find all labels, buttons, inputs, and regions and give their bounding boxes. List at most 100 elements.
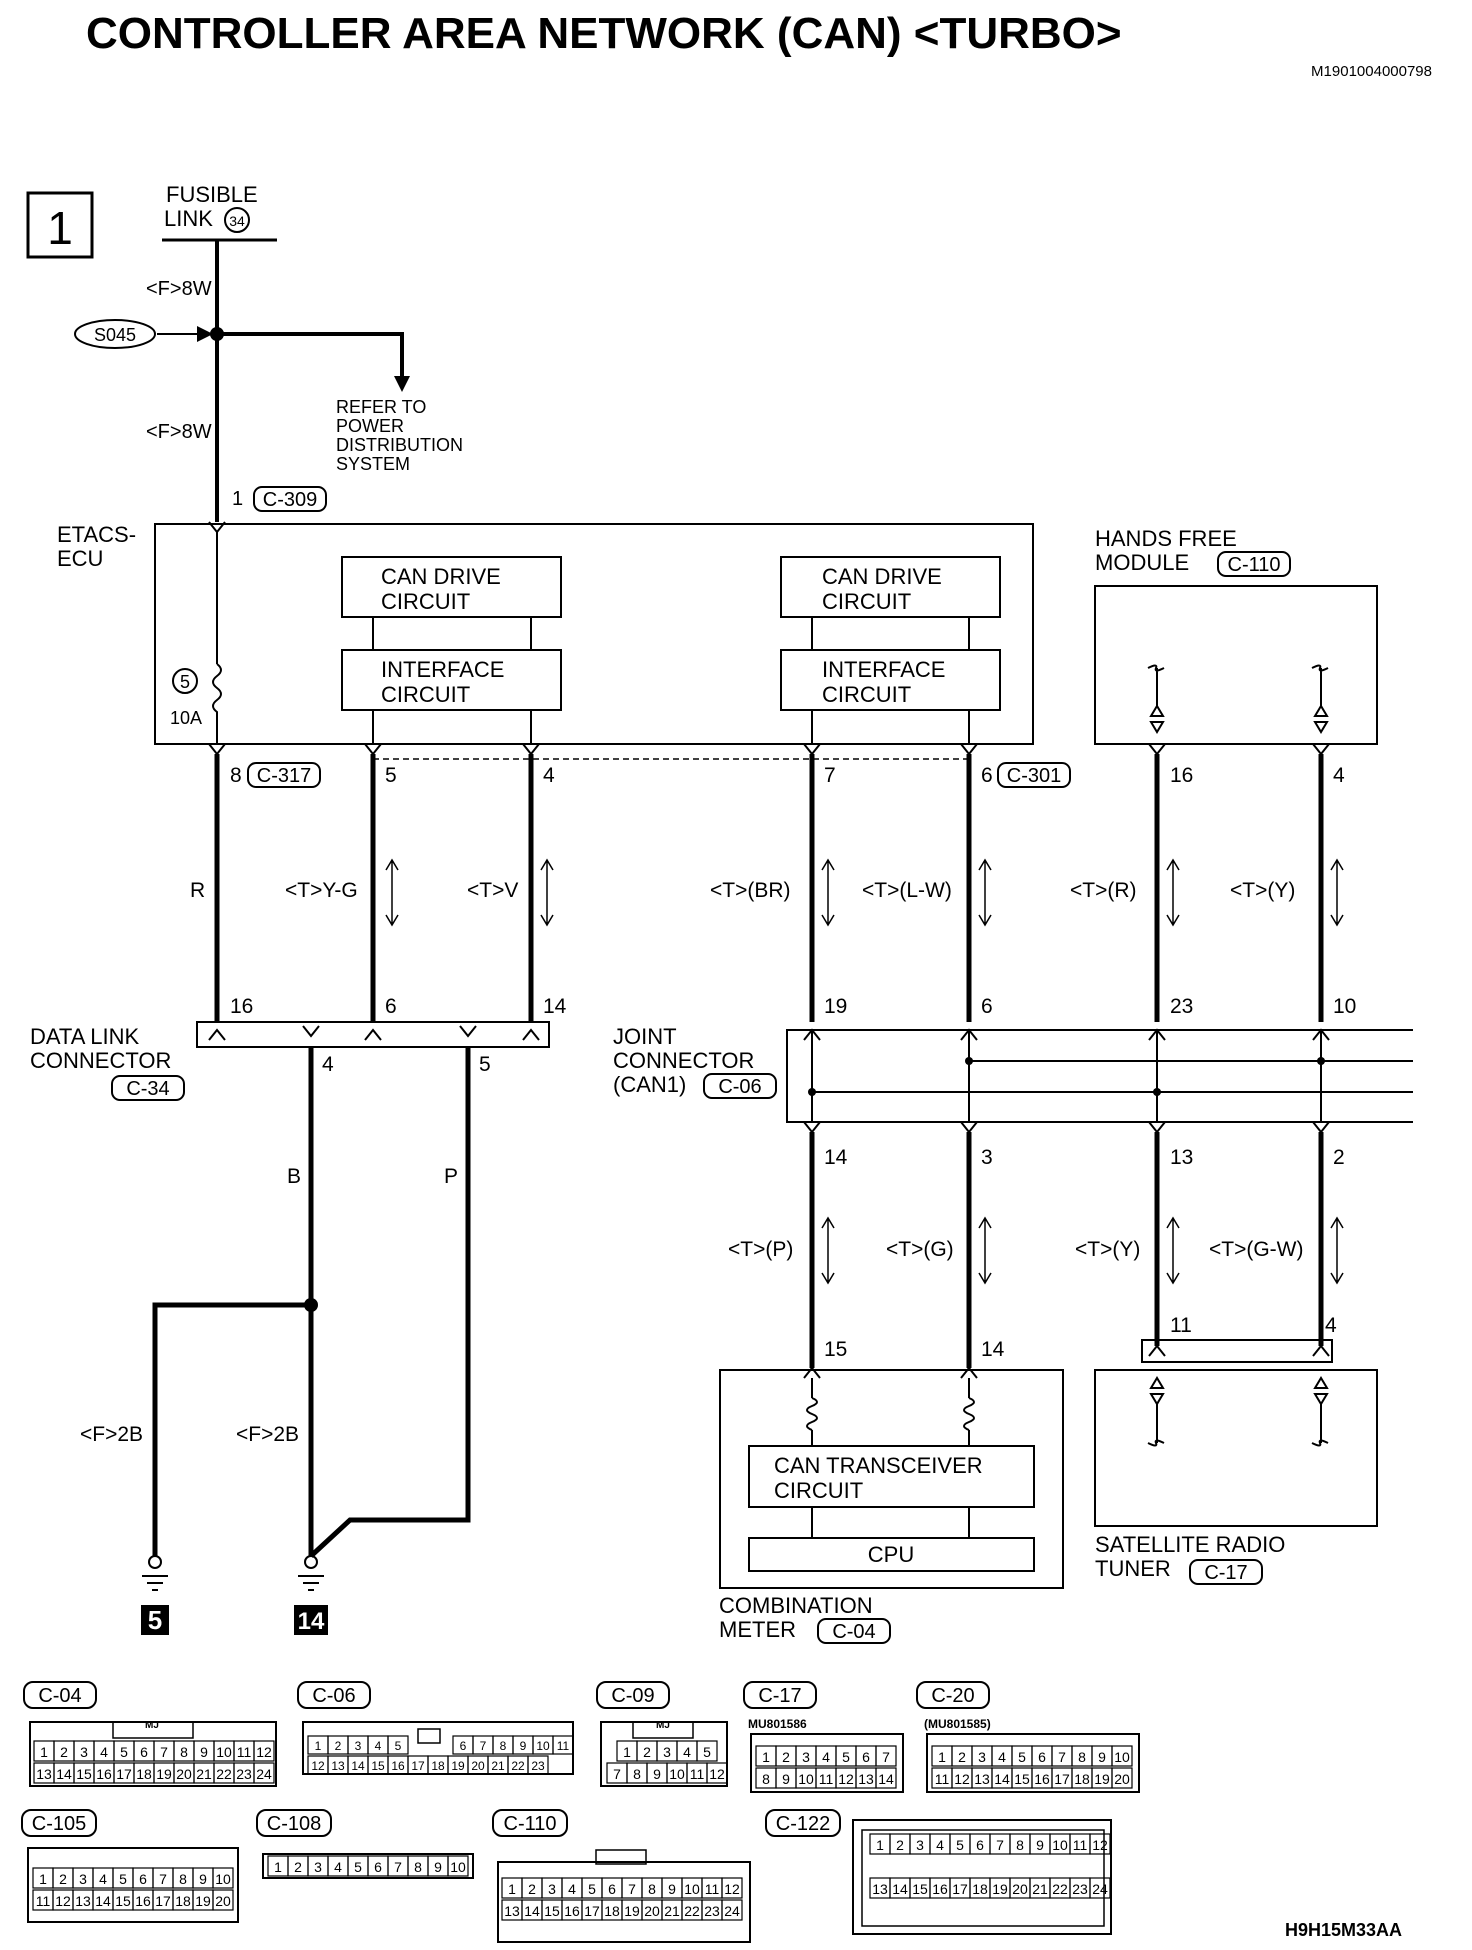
c17-pin-number: 12 xyxy=(838,1771,854,1787)
etacs-ecu-box xyxy=(154,523,1034,745)
c06-pin-number: 14 xyxy=(351,1759,365,1773)
conn-c34: C-34 xyxy=(126,1078,169,1100)
c20-pin-number: 13 xyxy=(974,1771,990,1787)
c105-pin-number: 17 xyxy=(155,1893,171,1909)
c17-pin-number: 13 xyxy=(858,1771,874,1787)
dlc-label2: CONNECTOR xyxy=(30,1048,171,1073)
c122-pin-number: 5 xyxy=(956,1837,964,1853)
interface-circuit-right xyxy=(780,649,1001,711)
wire-f2b-2: <F>2B xyxy=(236,1423,299,1446)
c06-pin-number: 15 xyxy=(371,1759,385,1773)
conn-c17: C-17 xyxy=(1204,1562,1247,1584)
c17-pin-number: 11 xyxy=(819,1771,834,1787)
iface-text-l2: CIRCUIT xyxy=(381,682,470,707)
c108-pin-number: 8 xyxy=(414,1859,422,1875)
c122-pin-number: 14 xyxy=(892,1881,908,1897)
c20-pin-number: 11 xyxy=(935,1771,950,1787)
hands-free-module-box xyxy=(1094,585,1378,745)
interface-circuit-left xyxy=(341,649,562,711)
wire-br: <T>(BR) xyxy=(710,879,791,902)
c108-pin-number: 7 xyxy=(394,1859,402,1875)
etacs-pin-4: 4 xyxy=(543,764,555,787)
c110-pin-number: 11 xyxy=(705,1881,720,1897)
hfm-pin-16: 16 xyxy=(1170,764,1193,787)
fusible-label: FUSIBLE xyxy=(166,182,258,207)
fusible-number-circle xyxy=(224,207,250,233)
c20-pin-number: 8 xyxy=(1078,1749,1086,1765)
c110-pin-number: 6 xyxy=(608,1881,616,1897)
c20-pin-number: 3 xyxy=(978,1749,986,1765)
can-drive-text-r1: CAN DRIVE xyxy=(822,564,942,589)
conn-c06: C-06 xyxy=(718,1076,761,1098)
joint-pin-23: 23 xyxy=(1170,995,1193,1018)
c04-pin-number: 9 xyxy=(200,1744,208,1760)
wire-v: <T>V xyxy=(467,879,518,902)
iface-text-l1: INTERFACE xyxy=(381,657,504,682)
dlc-pin-6: 6 xyxy=(385,995,397,1018)
c09-pin-number: 1 xyxy=(623,1744,631,1760)
dlc-pin-14: 14 xyxy=(543,995,567,1018)
refer-line1: REFER TO xyxy=(336,397,426,417)
c17-pin xyxy=(875,1767,897,1789)
wire-f8w-1: <F>8W xyxy=(146,278,212,300)
c20-pin xyxy=(1111,1745,1133,1767)
c122-housing xyxy=(852,1819,1112,1935)
c110-pin-number: 24 xyxy=(724,1903,740,1919)
c06-pin-number: 4 xyxy=(375,1739,382,1753)
c06-pin-number: 22 xyxy=(511,1759,525,1773)
c04-pin-number: 16 xyxy=(96,1766,112,1782)
c04-pin-number: 14 xyxy=(56,1766,72,1782)
c110-pin-number: 23 xyxy=(704,1903,720,1919)
c105-pin-number: 19 xyxy=(195,1893,211,1909)
wire-f2b-1: <F>2B xyxy=(80,1423,143,1446)
c20-pin-number: 14 xyxy=(994,1771,1010,1787)
c09-pin-number: 2 xyxy=(643,1744,651,1760)
c09-pin-number: 3 xyxy=(663,1744,671,1760)
c17-pin-number: 3 xyxy=(802,1749,810,1765)
c04-pin-number: 3 xyxy=(80,1744,88,1760)
c108-pin-number: 5 xyxy=(354,1859,362,1875)
c110-pin-number: 18 xyxy=(604,1903,620,1919)
sat-label2: TUNER xyxy=(1095,1556,1171,1581)
c04-pin xyxy=(253,1740,275,1762)
c06-pin-number: 2 xyxy=(335,1739,342,1753)
document-code: M1901004000798 xyxy=(1311,63,1432,80)
c06-pin-number: 20 xyxy=(471,1759,485,1773)
c04-pin-number: 21 xyxy=(196,1766,212,1782)
c122-pin-number: 19 xyxy=(992,1881,1008,1897)
c04-pin-number: 1 xyxy=(40,1744,48,1760)
cv-label-c20: C-20 xyxy=(931,1685,974,1707)
joint-pin-6: 6 xyxy=(981,995,993,1018)
c108-housing xyxy=(262,1853,474,1879)
cv-part-c17: MU801586 xyxy=(748,1717,807,1731)
page-number: 1 xyxy=(47,202,73,254)
c20-pin-number: 7 xyxy=(1058,1749,1066,1765)
c110-pin xyxy=(721,1899,743,1921)
c20-pin-number: 17 xyxy=(1054,1771,1070,1787)
conn-c301: C-301 xyxy=(1007,765,1061,787)
hfm-label2: MODULE xyxy=(1095,550,1189,575)
c110-pin-number: 7 xyxy=(628,1881,636,1897)
c105-housing xyxy=(27,1847,239,1923)
refer-line2: POWER xyxy=(336,416,404,436)
c06-pin-number: 19 xyxy=(451,1759,465,1773)
c105-pin-number: 14 xyxy=(95,1893,111,1909)
c122-pin-number: 3 xyxy=(916,1837,924,1853)
can-drive-circuit-left xyxy=(341,556,562,618)
can-drive-text-l1: CAN DRIVE xyxy=(381,564,501,589)
hfm-pin-4: 4 xyxy=(1333,764,1345,787)
c17-pin-number: 4 xyxy=(822,1749,830,1765)
c20-pin-number: 12 xyxy=(954,1771,970,1787)
c110-pin-number: 9 xyxy=(668,1881,676,1897)
c122-pin-number: 18 xyxy=(972,1881,988,1897)
c105-pin-number: 11 xyxy=(36,1893,51,1909)
c06-pin-number: 18 xyxy=(431,1759,445,1773)
c122-pin-number: 10 xyxy=(1052,1837,1068,1853)
c17-pin-number: 7 xyxy=(882,1749,890,1765)
iface-text-r2: CIRCUIT xyxy=(822,682,911,707)
wire-p: P xyxy=(444,1165,458,1188)
etacs-pin-7: 7 xyxy=(824,764,836,787)
c105-pin-number: 9 xyxy=(199,1871,207,1887)
c17-housing xyxy=(750,1733,904,1793)
